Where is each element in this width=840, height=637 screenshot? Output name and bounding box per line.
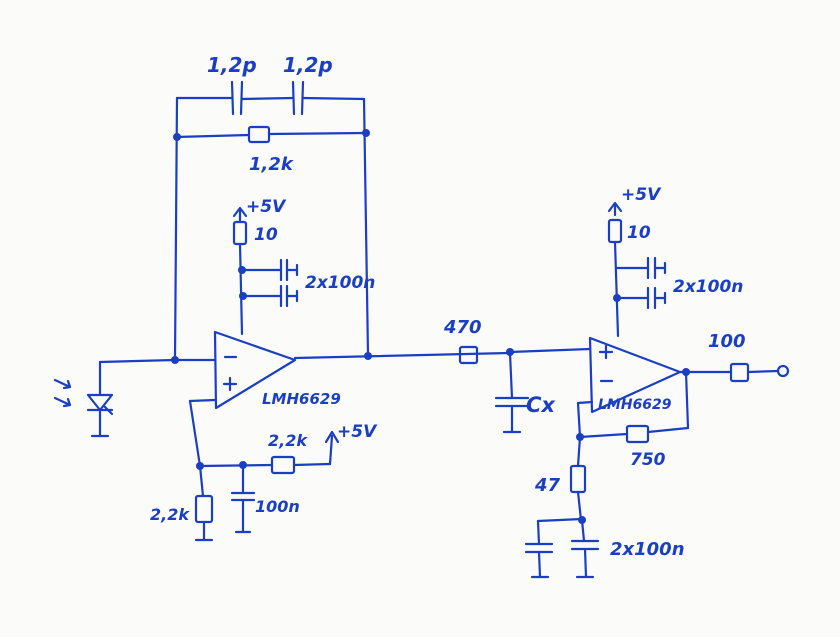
label-supply-bias: +5V [337, 422, 378, 442]
label-r-gain: 750 [630, 450, 666, 470]
feedback-network [173, 80, 370, 362]
label-r-feedback: 1,2k [249, 154, 294, 175]
label-r-bias-ground: 2,2k [150, 505, 190, 524]
bias-network [194, 430, 340, 542]
label-opamp-1: LMH6629 [262, 390, 341, 408]
photodiode [53, 358, 177, 438]
label-r-ground: 47 [534, 475, 561, 496]
label-c-ground: 2x100n [610, 539, 685, 560]
opamp-2 [576, 336, 790, 444]
label-c-supply-2: 2x100n [673, 277, 743, 297]
label-c-supply-1: 2x100n [305, 273, 375, 293]
junction-dots [171, 129, 690, 524]
label-c-feedback-1: 1,2p [207, 53, 257, 77]
label-r-series: 470 [443, 317, 482, 338]
label-r-output: 100 [708, 331, 746, 352]
series-resistor-and-cx [458, 345, 592, 434]
label-c-feedback-2: 1,2p [283, 53, 333, 77]
supply-2-decoupling [607, 201, 667, 338]
label-r-bias: 2,2k [268, 431, 308, 450]
label-opamp-2: LMH6629 [598, 397, 672, 413]
label-r-supply-1: 10 [254, 225, 278, 245]
label-cx: Cx [526, 393, 556, 417]
label-c-bias: 100n [255, 497, 300, 516]
label-supply-1: +5V [246, 197, 287, 217]
ground-leg [524, 435, 600, 579]
supply-1-decoupling [232, 206, 299, 336]
label-r-supply-2: 10 [627, 223, 651, 243]
opamp-1 [173, 330, 512, 468]
label-supply-2: +5V [621, 185, 662, 205]
